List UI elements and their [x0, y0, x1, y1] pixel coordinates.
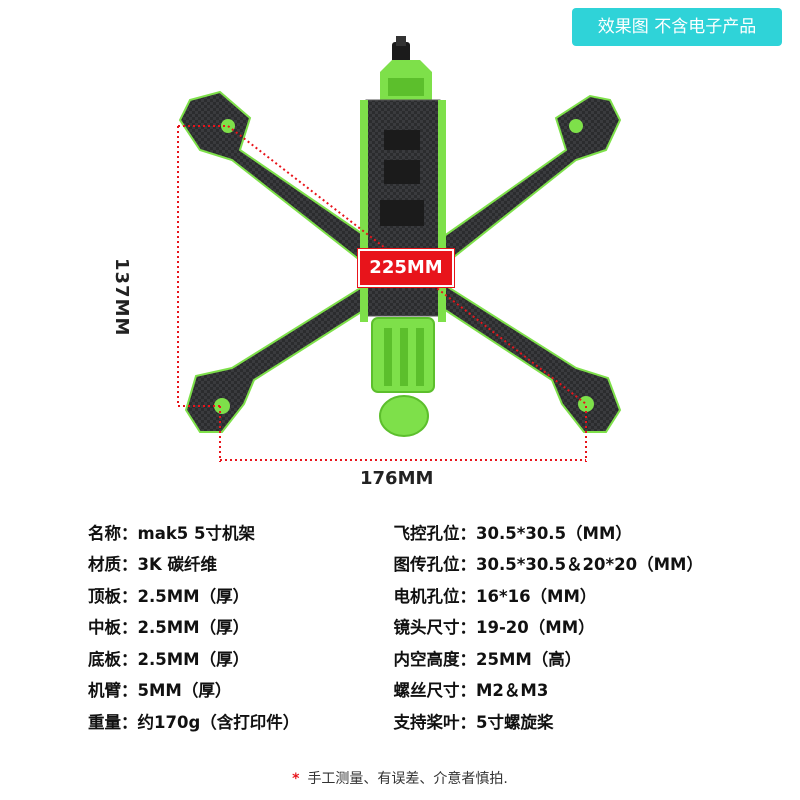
- spec-cell: 电机孔位：16*16（MM）: [394, 583, 769, 607]
- spec-value: M2＆M3: [476, 681, 549, 701]
- spec-cell: 螺丝尺寸：M2＆M3: [394, 677, 769, 701]
- spec-value: 2.5MM（厚）: [137, 618, 250, 638]
- spec-cell: 飞控孔位：30.5*30.5（MM）: [394, 520, 769, 544]
- spec-row: 名称：mak5 5寸机架 飞控孔位：30.5*30.5（MM）: [88, 516, 768, 548]
- measurement-disclaimer: * 手工测量、有误差、介意者慎拍.: [0, 768, 800, 788]
- spec-cell: 底板：2.5MM（厚）: [88, 646, 394, 670]
- spec-cell: 重量：约170g（含打印件）: [88, 709, 394, 733]
- arm-rear-left: [184, 280, 382, 433]
- dimension-height-line: [177, 125, 226, 407]
- spec-key: 镜头尺寸：: [393, 618, 477, 638]
- spec-cell: 内空高度：25MM（高）: [394, 646, 769, 670]
- spec-value: 30.5*30.5（MM）: [476, 523, 632, 543]
- spec-value: 25MM（高）: [476, 649, 582, 669]
- arm-front-left: [178, 90, 382, 270]
- spec-row: 底板：2.5MM（厚） 内空高度：25MM（高）: [88, 642, 768, 674]
- spec-key: 材质：: [88, 555, 138, 575]
- spec-key: 飞控孔位：: [393, 523, 477, 543]
- spec-cell: 名称：mak5 5寸机架: [88, 520, 394, 544]
- spec-row: 材质：3K 碳纤维 图传孔位：30.5*30.5＆20*20（MM）: [88, 548, 768, 580]
- diagonal-dimension-label: 225MM: [358, 249, 454, 287]
- battery-mount-green: [371, 317, 435, 437]
- spec-value: 2.5MM（厚）: [137, 649, 250, 669]
- spec-key: 中板：: [88, 618, 138, 638]
- asterisk-icon: *: [292, 771, 300, 787]
- spec-cell: 材质：3K 碳纤维: [88, 551, 394, 575]
- spec-row: 重量：约170g（含打印件） 支持桨叶：5寸螺旋桨: [88, 705, 768, 737]
- top-plate: [360, 99, 446, 322]
- drone-frame-illustration: [177, 36, 622, 462]
- spec-cell: 图传孔位：30.5*30.5＆20*20（MM）: [394, 551, 769, 575]
- height-dimension-label: 137MM: [111, 258, 132, 337]
- spec-cell: 顶板：2.5MM（厚）: [88, 583, 394, 607]
- spec-key: 顶板：: [88, 586, 138, 606]
- spec-row: 中板：2.5MM（厚） 镜头尺寸：19-20（MM）: [88, 611, 768, 643]
- spec-key: 电机孔位：: [393, 586, 477, 606]
- spec-cell: 支持桨叶：5寸螺旋桨: [394, 709, 769, 733]
- spec-cell: 机臂：5MM（厚）: [88, 677, 394, 701]
- spec-cell: 镜头尺寸：19-20（MM）: [394, 614, 769, 638]
- spec-key: 机臂：: [88, 681, 138, 701]
- spec-key: 内空高度：: [393, 649, 477, 669]
- width-dimension-label: 176MM: [360, 468, 434, 489]
- spec-table: 名称：mak5 5寸机架 飞控孔位：30.5*30.5（MM） 材质：3K 碳纤…: [88, 516, 768, 737]
- spec-value: 16*16（MM）: [476, 586, 597, 606]
- spec-value: mak5 5寸机架: [137, 523, 256, 543]
- spec-row: 机臂：5MM（厚） 螺丝尺寸：M2＆M3: [88, 674, 768, 706]
- disclaimer-text: 手工测量、有误差、介意者慎拍.: [307, 771, 508, 787]
- camera-mount-green: [380, 60, 432, 100]
- spec-value: 2.5MM（厚）: [137, 586, 250, 606]
- spec-key: 支持桨叶：: [393, 712, 477, 732]
- spec-value: 30.5*30.5＆20*20（MM）: [476, 555, 703, 575]
- arm-front-right: [428, 94, 622, 270]
- spec-key: 底板：: [88, 649, 138, 669]
- spec-value: 约170g（含打印件）: [137, 712, 300, 732]
- spec-key: 图传孔位：: [393, 555, 477, 575]
- spec-key: 名称：: [88, 523, 138, 543]
- spec-key: 重量：: [88, 712, 138, 732]
- spec-value: 5寸螺旋桨: [476, 712, 554, 732]
- spec-cell: 中板：2.5MM（厚）: [88, 614, 394, 638]
- spec-key: 螺丝尺寸：: [393, 681, 477, 701]
- render-notice-badge: 效果图 不含电子产品: [572, 8, 782, 46]
- spec-value: 3K 碳纤维: [137, 555, 218, 575]
- spec-row: 顶板：2.5MM（厚） 电机孔位：16*16（MM）: [88, 579, 768, 611]
- spec-value: 5MM（厚）: [137, 681, 232, 701]
- dimension-width-line: [219, 406, 587, 462]
- spec-value: 19-20（MM）: [476, 618, 595, 638]
